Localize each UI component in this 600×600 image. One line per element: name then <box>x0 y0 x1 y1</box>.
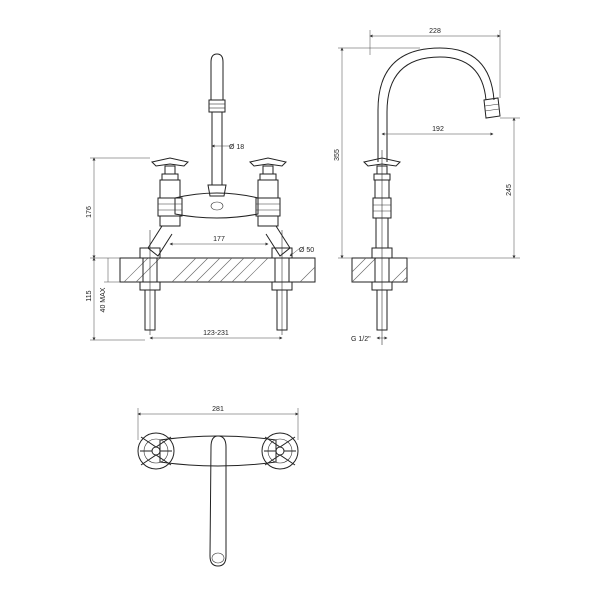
dim-label-40-max: 40 MAX <box>100 287 107 312</box>
front-view: 176 115 40 MAX Ø 18 Ø 50 177 <box>86 53 316 341</box>
dim-height-245: 245 <box>407 117 520 259</box>
dim-width-281: 281 <box>137 406 299 440</box>
dim-label-177: 177 <box>213 236 225 243</box>
top-spout <box>209 435 227 567</box>
front-left-valve <box>139 157 189 335</box>
dim-height-355: 355 <box>334 47 420 259</box>
dim-label-115: 115 <box>86 290 93 301</box>
dim-height-115: 115 <box>86 257 145 341</box>
dim-reach-192: 192 <box>381 126 494 136</box>
top-bridge <box>159 435 277 467</box>
dim-label-diameter-50: Ø 50 <box>299 247 314 254</box>
front-spout <box>207 53 227 197</box>
dim-label-355: 355 <box>334 149 341 161</box>
front-countertop <box>119 257 316 283</box>
dim-label-245: 245 <box>506 184 513 196</box>
dim-height-176: 176 <box>86 157 150 259</box>
top-view: 281 <box>137 406 299 567</box>
front-bridge <box>174 192 259 219</box>
dim-thread: G 1/2" <box>351 336 388 343</box>
dim-label-diameter-18: Ø 18 <box>229 144 244 151</box>
top-right-handle <box>261 432 299 470</box>
dim-label-123-231: 123-231 <box>203 330 229 337</box>
dim-label-228: 228 <box>429 28 441 35</box>
side-valve-body <box>363 150 401 345</box>
dim-diameter-50: Ø 50 <box>289 247 314 257</box>
dim-label-192: 192 <box>432 126 444 133</box>
dim-diameter-18: Ø 18 <box>211 144 244 151</box>
side-view: 228 355 192 245 G 1/2" <box>334 28 520 345</box>
dim-center-range: 123-231 <box>149 330 283 340</box>
side-gooseneck <box>377 47 501 162</box>
dim-label-176: 176 <box>86 206 93 218</box>
top-left-handle <box>137 432 175 470</box>
dim-label-thread: G 1/2" <box>351 336 371 343</box>
dim-label-281: 281 <box>212 406 224 413</box>
dim-center-177: 177 <box>169 236 269 246</box>
dim-40-max: 40 MAX <box>100 258 120 312</box>
front-right-valve <box>249 157 293 335</box>
dim-width-228: 228 <box>369 28 501 98</box>
side-countertop <box>351 257 408 283</box>
